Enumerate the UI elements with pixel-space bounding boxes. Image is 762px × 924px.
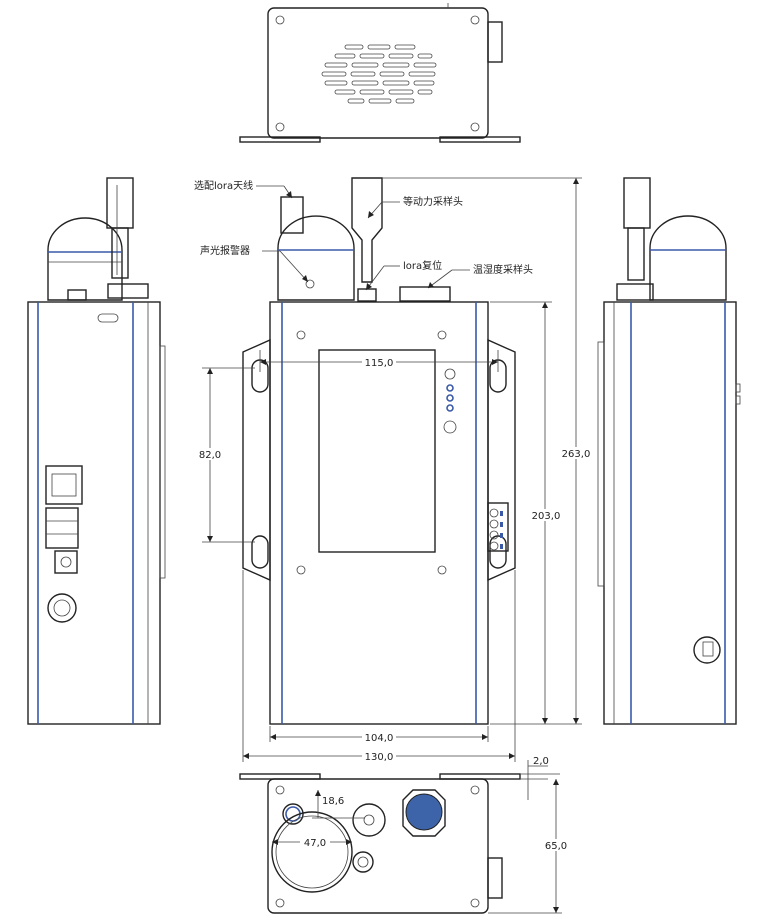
dim-depth: 65,0 (545, 841, 567, 852)
dim-total-height: 263,0 (562, 449, 591, 460)
dim-flange-thickness: 2,0 (533, 756, 549, 767)
callout-power-sensor: 等动力采样头 (403, 195, 463, 208)
bottom-view (239, 773, 521, 914)
dim-hole-spacing-y: 82,0 (199, 450, 221, 461)
dim-connector-offset: 18,6 (322, 796, 344, 807)
callout-buzzer: 声光报警器 (200, 244, 250, 257)
front-view (242, 177, 516, 725)
vent-grille (321, 44, 437, 104)
dim-gland-diameter: 47,0 (304, 838, 326, 849)
dim-body-width: 104,0 (365, 733, 394, 744)
dimension-arrows (207, 178, 579, 913)
top-view (239, 3, 521, 143)
sensor-disc (405, 793, 443, 831)
left-side-view (27, 177, 166, 725)
dim-total-width: 130,0 (365, 752, 394, 763)
dim-body-height: 203,0 (532, 511, 561, 522)
right-side-view (597, 177, 741, 725)
callout-temp-humidity: 温湿度采样头 (473, 263, 533, 276)
callout-lora-reset: lora复位 (403, 259, 442, 272)
dimension-lines (202, 177, 582, 914)
callout-lora-antenna: 选配lora天线 (194, 179, 253, 192)
dim-hole-spacing-x: 115,0 (365, 358, 394, 369)
